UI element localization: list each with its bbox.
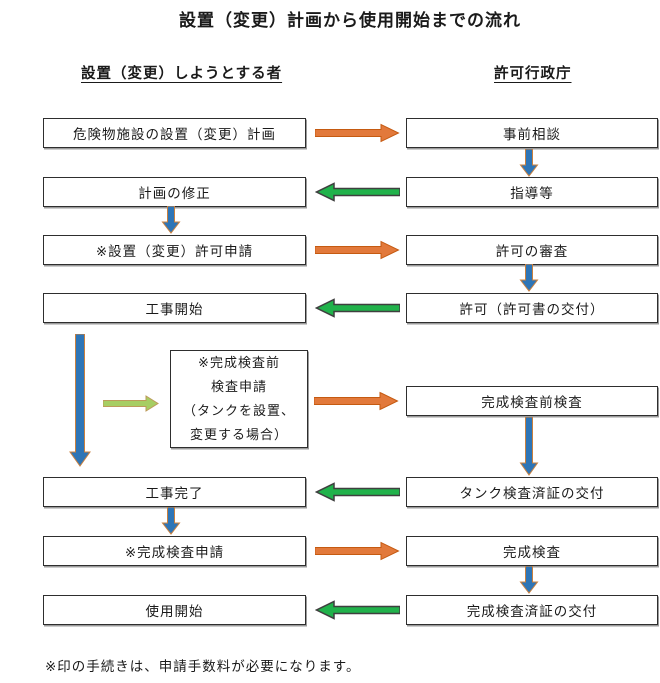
arrow-left-shape xyxy=(315,182,400,202)
arrow-down-icon xyxy=(161,206,181,234)
flow-box-label: 工事開始 xyxy=(145,302,204,317)
flow-box-label: 使用開始 xyxy=(145,604,204,619)
footnote: ※印の手続きは、申請手数料が必要になります。 xyxy=(45,659,361,674)
flow-box-label: 事前相談 xyxy=(503,127,561,142)
flow-box-pre-completion-inspection-application: ※完成検査前 検査申請 （タンクを設置、 変更する場合） xyxy=(170,350,308,448)
arrow-down-icon xyxy=(519,417,539,476)
flow-box-label-line: 検査申請 xyxy=(210,379,267,394)
flow-box-construction-complete: 工事完了 xyxy=(43,477,306,507)
flow-box-label-line: ※完成検査前 xyxy=(198,355,280,370)
flow-box-label-line: （タンクを設置、 xyxy=(182,403,295,418)
arrow-down-shape xyxy=(519,417,539,476)
arrow-left-icon xyxy=(315,482,400,502)
flow-box-permit-application: ※設置（変更）許可申請 xyxy=(43,235,306,265)
arrow-left-icon xyxy=(315,298,400,318)
arrow-right-shape xyxy=(315,240,400,260)
flow-box-label: ※設置（変更）許可申請 xyxy=(95,244,254,259)
flow-box-label: 完成検査前検査 xyxy=(481,395,583,410)
flow-box-use-start: 使用開始 xyxy=(43,595,306,625)
flow-box-completion-inspection: 完成検査 xyxy=(406,536,658,566)
arrow-right-icon xyxy=(315,123,400,143)
arrow-branch-right-icon xyxy=(103,395,159,412)
arrow-right-icon xyxy=(315,240,400,260)
arrow-down-long-icon xyxy=(69,334,91,467)
flow-box-construction-start: 工事開始 xyxy=(43,293,306,323)
page-title: 設置（変更）計画から使用開始までの流れ xyxy=(179,11,521,30)
arrow-down-icon xyxy=(519,264,539,292)
flow-box-plan: 危険物施設の設置（変更）計画 xyxy=(43,118,306,148)
flow-box-permit-review: 許可の審査 xyxy=(406,235,658,265)
arrow-left-icon xyxy=(315,182,400,202)
flow-box-label: 許可（許可書の交付） xyxy=(459,302,605,317)
flow-box-label: 計画の修正 xyxy=(138,186,211,201)
arrow-down-icon xyxy=(519,149,539,177)
arrow-left-shape xyxy=(315,600,400,620)
flow-box-label: タンク検査済証の交付 xyxy=(459,486,605,501)
arrow-down-shape xyxy=(161,206,181,234)
flow-box-label: 工事完了 xyxy=(145,486,204,501)
flow-box-plan-revision: 計画の修正 xyxy=(43,177,306,207)
flow-box-label-line: 変更する場合） xyxy=(189,427,288,442)
arrow-down-shape xyxy=(519,566,539,594)
arrow-left-shape xyxy=(315,298,400,318)
arrow-right-icon xyxy=(314,391,399,411)
flow-box-label: 危険物施設の設置（変更）計画 xyxy=(73,127,276,142)
arrow-right-icon xyxy=(315,541,400,561)
flow-box-completion-inspection-application: ※完成検査申請 xyxy=(43,536,306,566)
arrow-left-icon xyxy=(315,600,400,620)
flow-box-guidance: 指導等 xyxy=(406,177,658,207)
flow-box-label: 完成検査 xyxy=(503,545,561,560)
flow-box-completion-certificate: 完成検査済証の交付 xyxy=(406,595,658,625)
arrow-down-icon xyxy=(519,566,539,594)
flow-box-tank-certificate: タンク検査済証の交付 xyxy=(406,477,658,507)
arrow-down-shape xyxy=(161,507,181,535)
flow-box-label: ※完成検査申請 xyxy=(124,545,225,560)
flow-box-label: 指導等 xyxy=(510,186,554,201)
flow-box-permit-issued: 許可（許可書の交付） xyxy=(406,293,658,323)
column-header-applicant: 設置（変更）しようとする者 xyxy=(81,66,283,82)
arrow-down-shape xyxy=(519,264,539,292)
arrow-branch-shape xyxy=(103,395,159,412)
arrow-right-shape xyxy=(315,123,400,143)
arrow-down-shape xyxy=(69,334,91,467)
flow-box-label: 完成検査済証の交付 xyxy=(466,604,598,619)
arrow-right-shape xyxy=(315,541,400,561)
flow-box-prior-consultation: 事前相談 xyxy=(406,118,658,148)
arrow-left-shape xyxy=(315,482,400,502)
column-header-authority: 許可行政庁 xyxy=(494,66,572,82)
arrow-right-shape xyxy=(314,391,399,411)
flow-box-label: 許可の審査 xyxy=(495,244,569,259)
arrow-down-icon xyxy=(161,507,181,535)
flow-box-pre-completion-inspection: 完成検査前検査 xyxy=(406,386,658,416)
arrow-down-shape xyxy=(519,149,539,177)
